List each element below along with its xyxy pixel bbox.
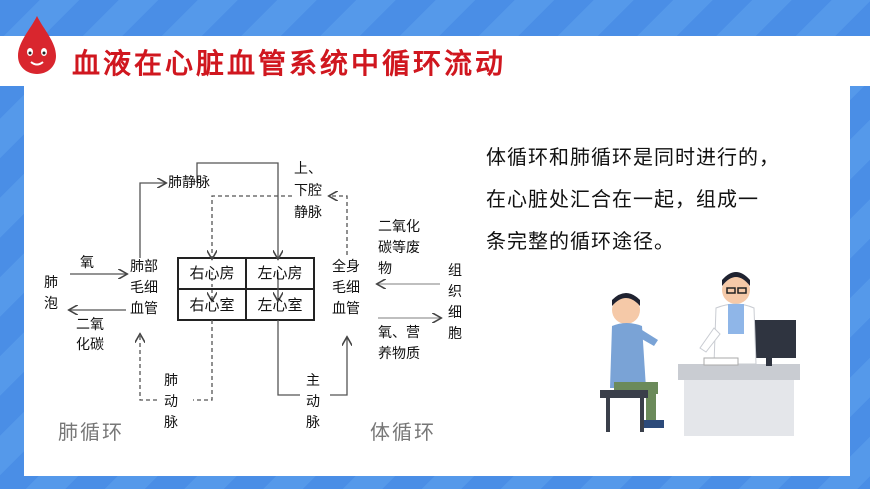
lung-capillaries-label-2: 毛细 bbox=[130, 280, 158, 296]
blood-drop-mascot-icon bbox=[18, 16, 56, 74]
body-capillaries-label-3: 血管 bbox=[332, 301, 360, 317]
aorta-label-2: 动 bbox=[306, 394, 320, 410]
explanation-line-2: 在心脏处汇合在一起，组成一 bbox=[486, 187, 759, 211]
co2-waste-label-3: 物 bbox=[378, 261, 392, 277]
oxygen-label: 氧 bbox=[80, 255, 94, 271]
aorta-label-1: 主 bbox=[306, 373, 320, 389]
co2-label-1: 二氧 bbox=[76, 317, 104, 333]
vena-cava-label-1: 上、 bbox=[294, 161, 322, 177]
aorta-label-3: 脉 bbox=[306, 415, 320, 431]
body-capillaries-label-1: 全身 bbox=[332, 259, 360, 275]
left-ventricle: 左心室 bbox=[257, 296, 303, 314]
body-capillaries-label-2: 毛细 bbox=[332, 280, 360, 296]
left-atrium: 左心房 bbox=[257, 264, 303, 282]
alveoli-label-2: 泡 bbox=[44, 296, 58, 312]
oxygen-nutrients-label-2: 养物质 bbox=[378, 346, 420, 362]
lung-capillaries-label-1: 肺部 bbox=[130, 259, 158, 275]
tissue-cells-label-4: 胞 bbox=[448, 326, 462, 342]
vena-cava-label-3: 静脉 bbox=[294, 205, 322, 221]
doctor-patient-illustration bbox=[600, 272, 800, 436]
page-title: 血液在心脏血管系统中循环流动 bbox=[72, 47, 507, 80]
pulmonary-vein-label: 肺静脉 bbox=[168, 175, 210, 191]
pulmonary-artery-label-2: 动 bbox=[164, 394, 178, 410]
title-bar bbox=[0, 36, 870, 86]
vena-cava-label-2: 下腔 bbox=[294, 183, 322, 199]
pulmonary-artery-label-3: 脉 bbox=[164, 415, 178, 431]
co2-waste-label-1: 二氧化 bbox=[378, 219, 420, 235]
tissue-cells-label-2: 织 bbox=[448, 284, 462, 300]
tissue-cells-label-3: 细 bbox=[448, 305, 462, 321]
pulmonary-circulation-label: 肺循环 bbox=[58, 420, 124, 444]
oxygen-nutrients-label-1: 氧、营 bbox=[378, 325, 420, 341]
right-ventricle: 右心室 bbox=[189, 296, 235, 314]
lung-capillaries-label-3: 血管 bbox=[130, 301, 158, 317]
co2-waste-label-2: 碳等废 bbox=[378, 240, 420, 256]
tissue-cells-label-1: 组 bbox=[448, 263, 462, 279]
right-atrium: 右心房 bbox=[189, 264, 235, 282]
explanation-line-1: 体循环和肺循环是同时进行的， bbox=[486, 145, 780, 169]
co2-label-2: 化碳 bbox=[76, 337, 104, 353]
alveoli-label-1: 肺 bbox=[44, 275, 58, 291]
explanation-line-3: 条完整的循环途径。 bbox=[486, 229, 675, 253]
pulmonary-artery-label-1: 肺 bbox=[164, 373, 178, 389]
systemic-circulation-label: 体循环 bbox=[370, 420, 436, 444]
